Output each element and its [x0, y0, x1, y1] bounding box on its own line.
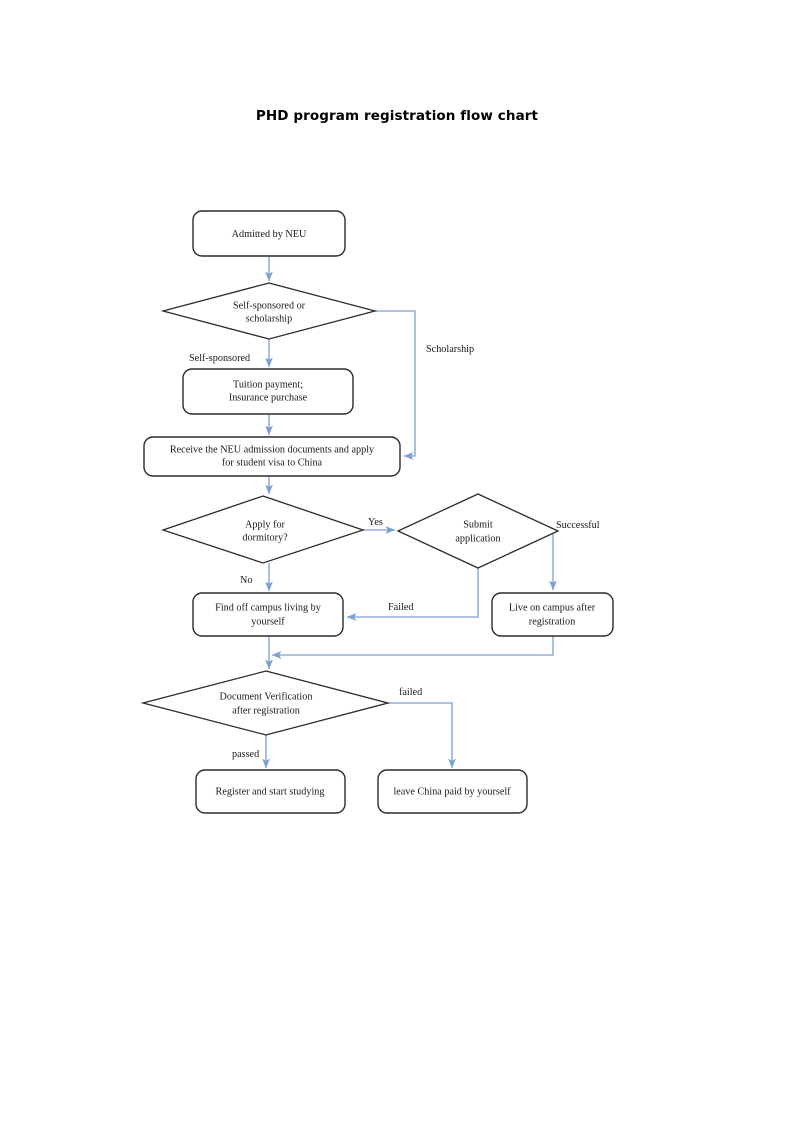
edge-submit-to-offcampus: [346, 568, 479, 621]
node-submit-application[interactable]: Submit application: [396, 493, 560, 569]
edge-label-no: No: [240, 575, 252, 586]
edge-label-scholarship: Scholarship: [426, 344, 474, 355]
node-admitted-shape: [192, 210, 346, 257]
edge-label-passed: passed: [232, 749, 259, 760]
node-receive-label-line2: for student visa to China: [222, 457, 323, 468]
node-live-on-campus[interactable]: Live on campus after registration: [491, 592, 614, 637]
node-tuition-label-line2: Insurance purchase: [229, 392, 308, 403]
edge-verify-to-leave: [388, 702, 456, 769]
node-leave-china[interactable]: leave China paid by yourself: [377, 769, 528, 814]
node-document-verification[interactable]: Document Verification after registration: [140, 670, 391, 736]
node-receive-documents[interactable]: Receive the NEU admission documents and …: [143, 436, 401, 477]
node-receive-label-line1: Receive the NEU admission documents and …: [170, 444, 375, 455]
edge-submit-to-oncampus: [549, 530, 558, 591]
edge-label-self-sponsored: Self-sponsored: [189, 353, 250, 364]
node-register-start-studying[interactable]: Register and start studying: [195, 769, 346, 814]
edge-sponsor-to-receive: [375, 310, 416, 460]
node-offcampus-shape: [192, 592, 344, 637]
edge-label-failed-verify: failed: [399, 687, 422, 698]
edge-label-yes: Yes: [368, 517, 383, 528]
node-admitted-label: Admitted by NEU: [232, 229, 307, 240]
node-find-off-campus[interactable]: Find off campus living by yourself: [192, 592, 344, 637]
node-tuition-payment[interactable]: Tuition payment; Insurance purchase: [182, 368, 354, 415]
node-tuition-label-line1: Tuition payment;: [233, 379, 303, 390]
node-register-label: Register and start studying: [216, 786, 325, 797]
node-oncampus-label-line2: registration: [529, 616, 575, 627]
node-oncampus-shape: [491, 592, 614, 637]
node-admitted-by-neu[interactable]: Admitted by NEU: [192, 210, 346, 257]
edge-label-successful: Successful: [556, 520, 600, 531]
node-tuition-shape: [182, 368, 354, 415]
node-register-shape: [195, 769, 346, 814]
node-dormitory-label-line2: dormitory?: [242, 532, 288, 543]
node-sponsor-shape: [160, 282, 378, 340]
node-leave-label: leave China paid by yourself: [393, 786, 511, 797]
node-sponsor-decision[interactable]: Self-sponsored or scholarship: [160, 282, 378, 340]
node-offcampus-label-line2: yourself: [251, 616, 285, 627]
node-receive-shape: [143, 436, 401, 477]
node-dormitory-decision[interactable]: Apply for dormitory?: [160, 495, 366, 564]
page-title: PHD program registration flow chart: [255, 108, 539, 124]
node-verify-label-line1: Document Verification: [220, 691, 313, 702]
node-dormitory-shape: [160, 495, 366, 564]
node-submit-label-line2: application: [455, 533, 500, 544]
node-sponsor-label-line2: scholarship: [246, 313, 292, 324]
node-oncampus-label-line1: Live on campus after: [509, 602, 596, 613]
node-submit-shape: [396, 493, 560, 569]
node-leave-shape: [377, 769, 528, 814]
node-submit-label-line1: Submit: [463, 519, 493, 530]
node-dormitory-label-line1: Apply for: [245, 519, 286, 530]
edge-oncampus-to-verify: [271, 635, 554, 659]
node-verify-label-line2: after registration: [232, 705, 300, 716]
node-verify-shape: [140, 670, 391, 736]
edge-label-failed-submit: Failed: [388, 602, 413, 613]
node-sponsor-label-line1: Self-sponsored or: [233, 300, 306, 311]
node-offcampus-label-line1: Find off campus living by: [215, 602, 322, 613]
